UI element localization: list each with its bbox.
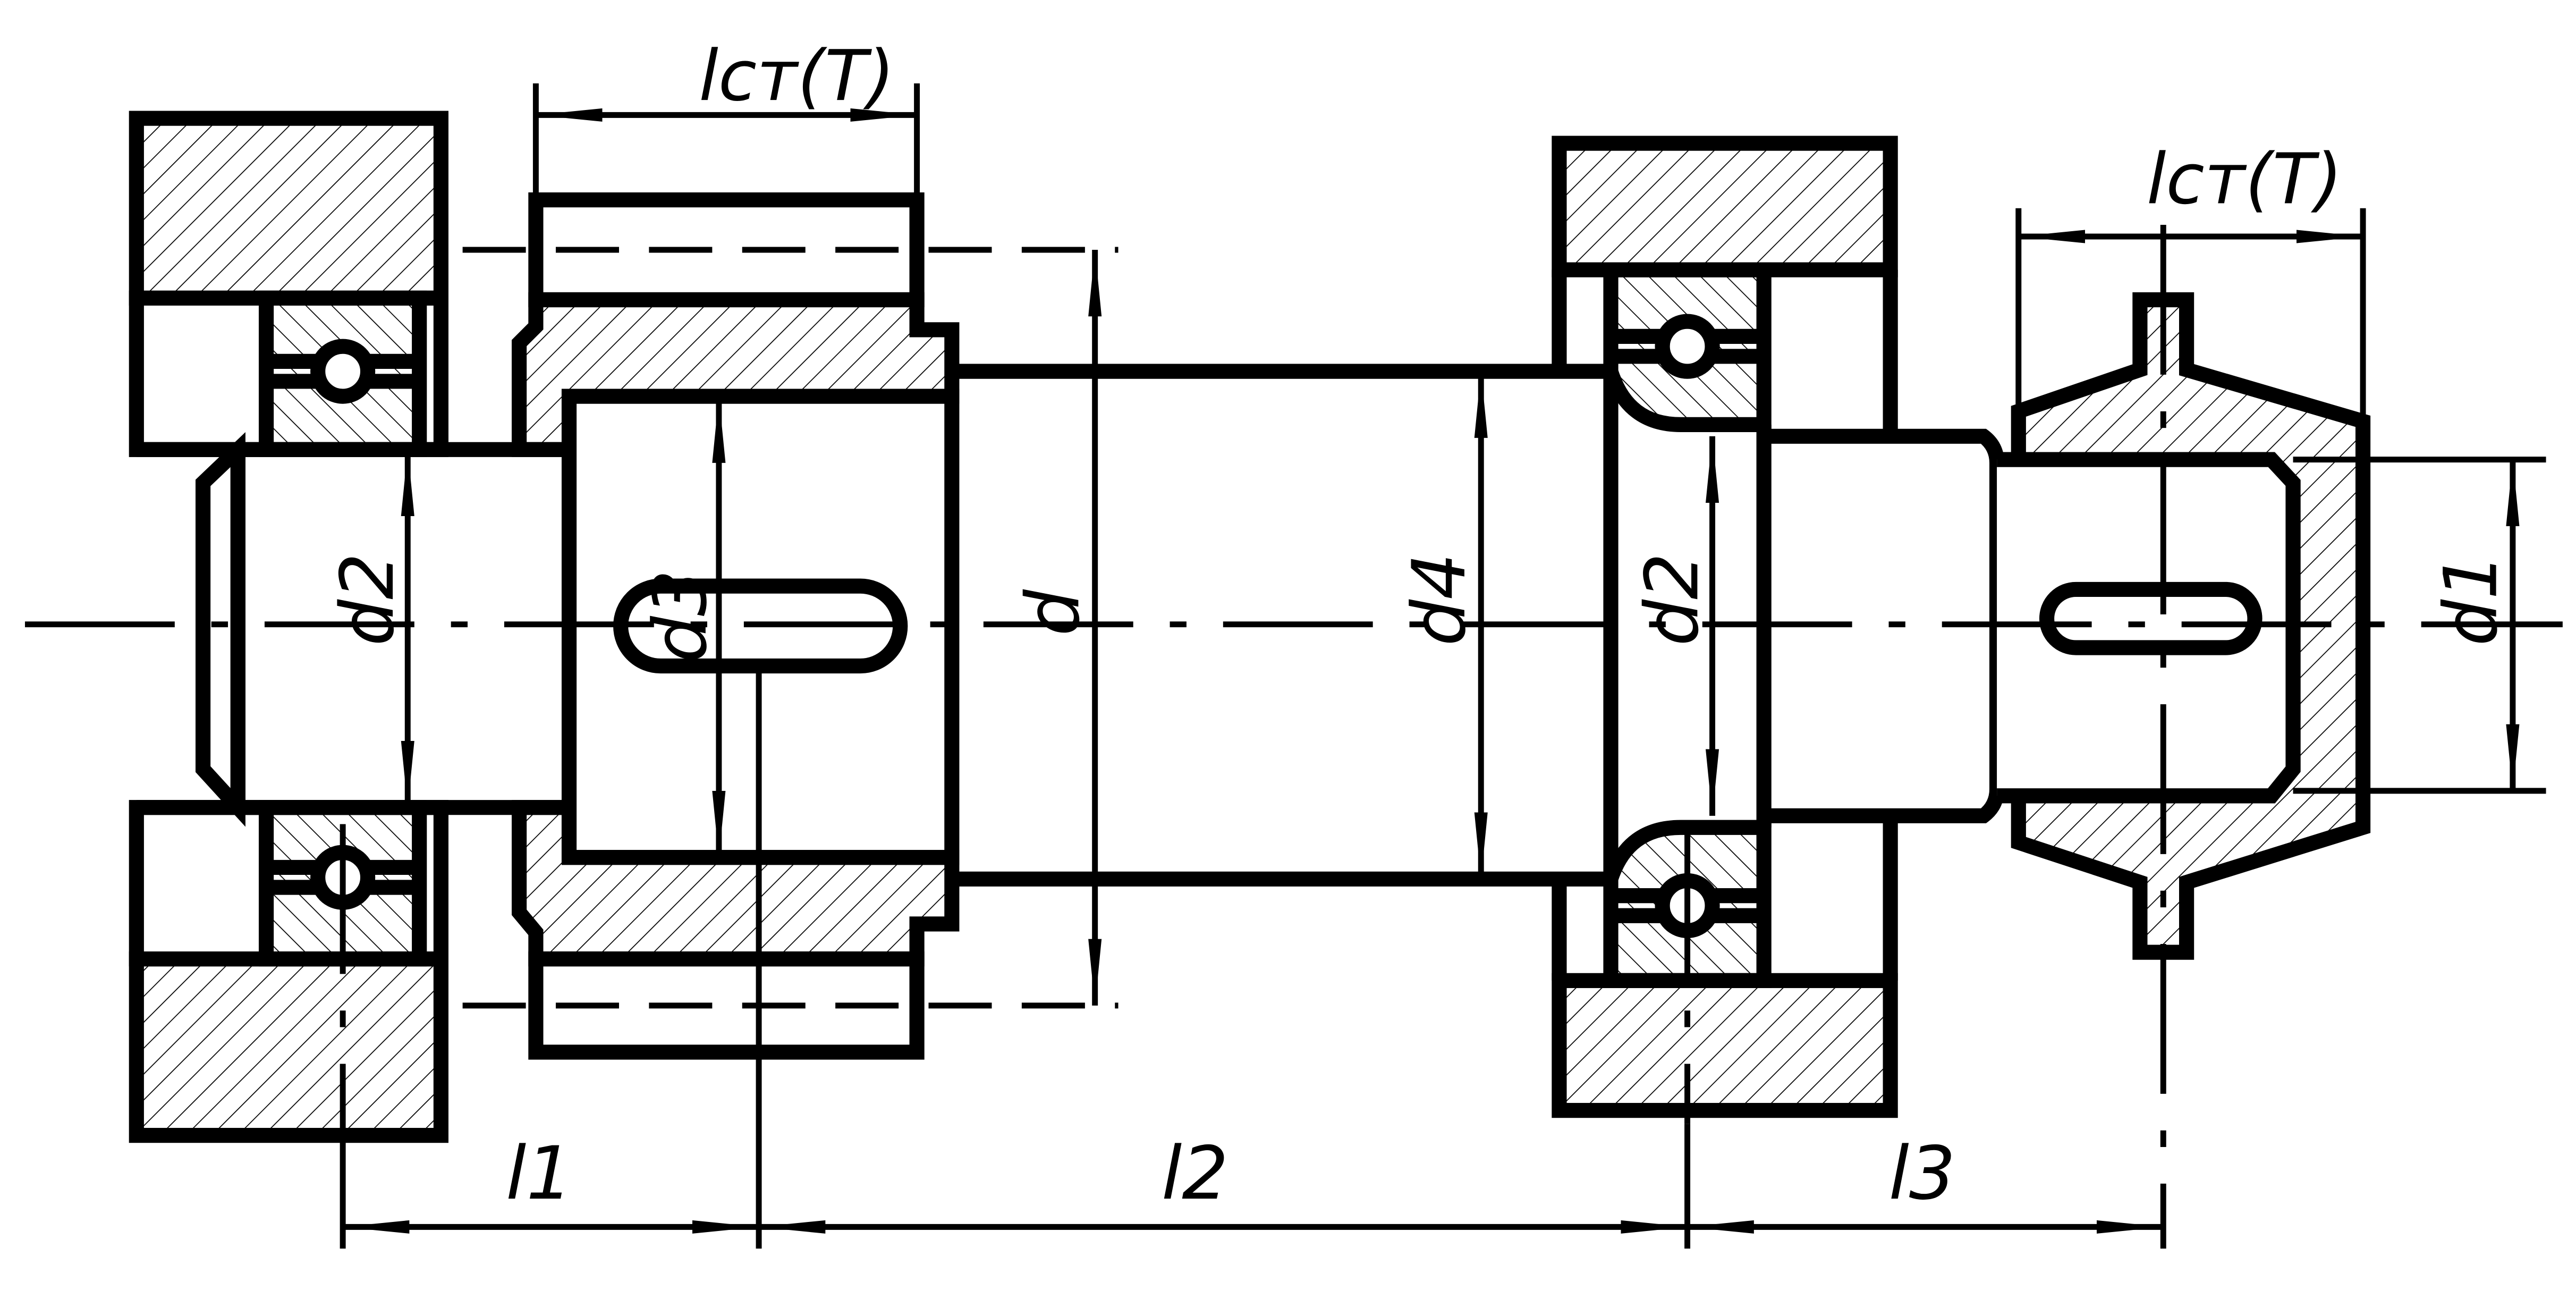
gear-left (512, 192, 960, 1060)
coupling-right (1997, 292, 2371, 960)
label-l3: l3 (1889, 1131, 1956, 1216)
gear-pitch-lines (462, 247, 1118, 1009)
label-d3: d3 (638, 570, 723, 663)
right-shaft-end (1756, 424, 2005, 828)
label-d4: d4 (1397, 553, 1482, 646)
keyway-right (2039, 581, 2263, 655)
label-lst-left: lст(Т) (699, 36, 894, 117)
label-d: d (1011, 589, 1096, 636)
label-d2-left: d2 (325, 553, 410, 646)
dimension-labels: lст(Т) lст(Т) l1 l2 l3 d2 d3 d d4 d2 d1 (325, 36, 2514, 1216)
right-housing (1552, 136, 1898, 1118)
right-bearing-top (1603, 262, 1772, 432)
label-l1: l1 (506, 1131, 573, 1216)
left-bearing-top (258, 290, 427, 457)
label-l2: l2 (1162, 1131, 1228, 1216)
label-d2-right: d2 (1630, 553, 1715, 646)
left-shaft-end (136, 432, 570, 827)
label-lst-right: lст(Т) (2147, 139, 2342, 220)
dimension-lines (343, 108, 2520, 1234)
label-d1: d1 (2429, 553, 2514, 646)
center-lines (24, 225, 2563, 1249)
